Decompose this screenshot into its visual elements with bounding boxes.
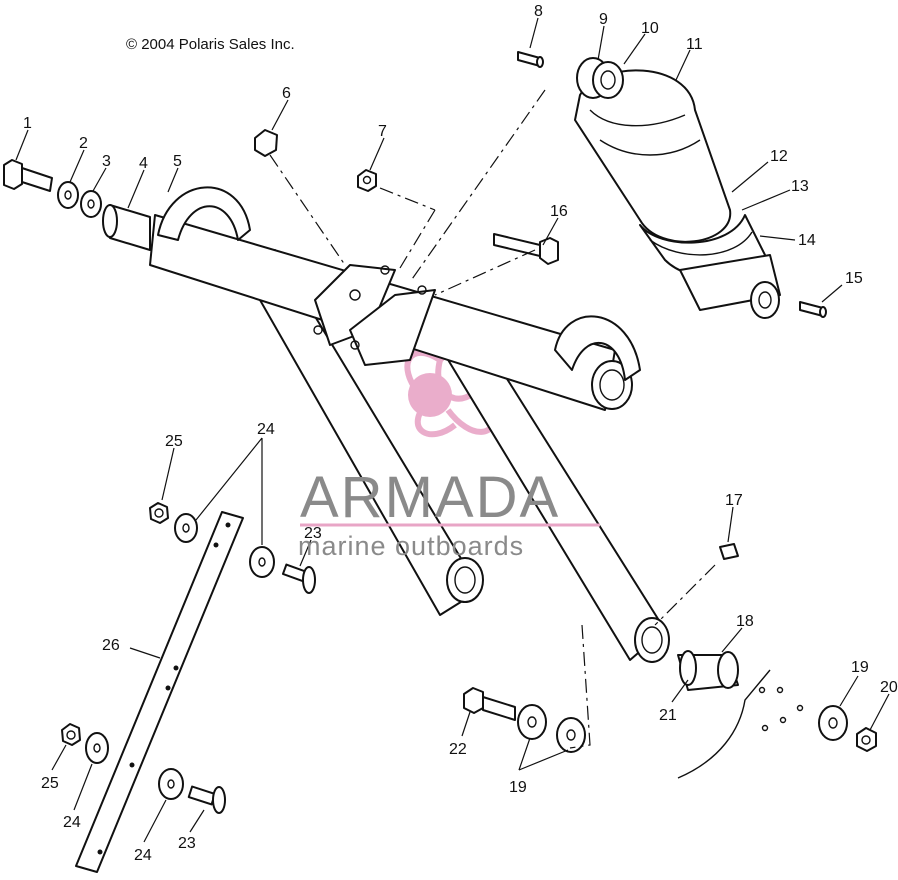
bushing-4 (102, 204, 151, 251)
callout-6: 6 (282, 85, 291, 102)
washer-24-lower-right (158, 768, 184, 800)
callout-19-right: 19 (851, 659, 869, 676)
callout-25-lower: 25 (41, 775, 59, 792)
callout-20: 20 (880, 679, 898, 696)
assembly-lines (269, 89, 716, 749)
bolt-23-upper (281, 563, 316, 594)
watermark-tagline: marine outboards (298, 531, 524, 561)
callout-9: 9 (599, 11, 608, 28)
callout-22: 22 (449, 741, 467, 758)
shock-spring-collars (639, 214, 781, 319)
grease-fitting-6 (254, 129, 278, 157)
washer-19-middle (556, 717, 586, 753)
callout-8: 8 (534, 3, 543, 20)
front-torque-arm (149, 186, 670, 663)
callout-13: 13 (791, 178, 809, 195)
copyright-notice: © 2004 Polaris Sales Inc. (126, 36, 295, 53)
washer-24-lower-left (85, 732, 109, 764)
watermark-logo (404, 342, 499, 438)
pin-15 (799, 301, 827, 318)
callout-16: 16 (550, 203, 568, 220)
callout-25-upper: 25 (165, 433, 183, 450)
washer-19-right (818, 705, 848, 741)
callout-21: 21 (659, 707, 677, 724)
callout-5: 5 (173, 153, 182, 170)
callout-10: 10 (641, 20, 659, 37)
leader-lines (15, 17, 890, 843)
callout-24-lower-right: 24 (134, 847, 152, 864)
callout-19-bottom: 19 (509, 779, 527, 796)
watermark-brand: ARMADA (300, 465, 560, 530)
callout-17: 17 (725, 492, 743, 509)
callout-23-lower: 23 (178, 835, 196, 852)
bolt-22 (463, 687, 516, 721)
washer-2 (57, 181, 79, 209)
callout-3: 3 (102, 153, 111, 170)
bolt-23-lower (187, 785, 226, 814)
callout-18: 18 (736, 613, 754, 630)
callout-12: 12 (770, 148, 788, 165)
callout-11: 11 (686, 36, 703, 53)
callout-4: 4 (139, 155, 148, 172)
shock-eyelet-top (576, 57, 624, 99)
callout-labels: 1 2 3 4 5 6 7 8 9 10 11 12 13 14 15 16 1… (23, 3, 898, 864)
callout-23-upper: 23 (304, 525, 322, 542)
nut-25-lower (61, 723, 81, 746)
washer-3 (80, 190, 102, 218)
bolt-16 (493, 233, 559, 265)
nut-7 (357, 169, 377, 192)
callout-15: 15 (845, 270, 863, 287)
callout-24-lower-left: 24 (63, 814, 81, 831)
callout-2: 2 (79, 135, 88, 152)
callout-14: 14 (798, 232, 816, 249)
bushing-18 (677, 650, 739, 691)
callout-26: 26 (102, 637, 120, 654)
callout-1: 1 (23, 115, 32, 132)
limiter-strap-26 (75, 511, 244, 873)
washer-24-middle (249, 546, 275, 578)
nut-20 (856, 727, 877, 752)
washer-19-left (517, 704, 547, 740)
rail-plate (677, 669, 804, 779)
grease-fitting-17 (719, 543, 739, 560)
bolt-1 (3, 159, 53, 192)
watermark-text: ARMADA marine outboards (298, 465, 600, 561)
nut-25-upper (149, 502, 169, 524)
washer-24-upper (174, 513, 198, 543)
callout-24-upper: 24 (257, 421, 275, 438)
pin-8 (517, 51, 544, 68)
callout-7: 7 (378, 123, 387, 140)
